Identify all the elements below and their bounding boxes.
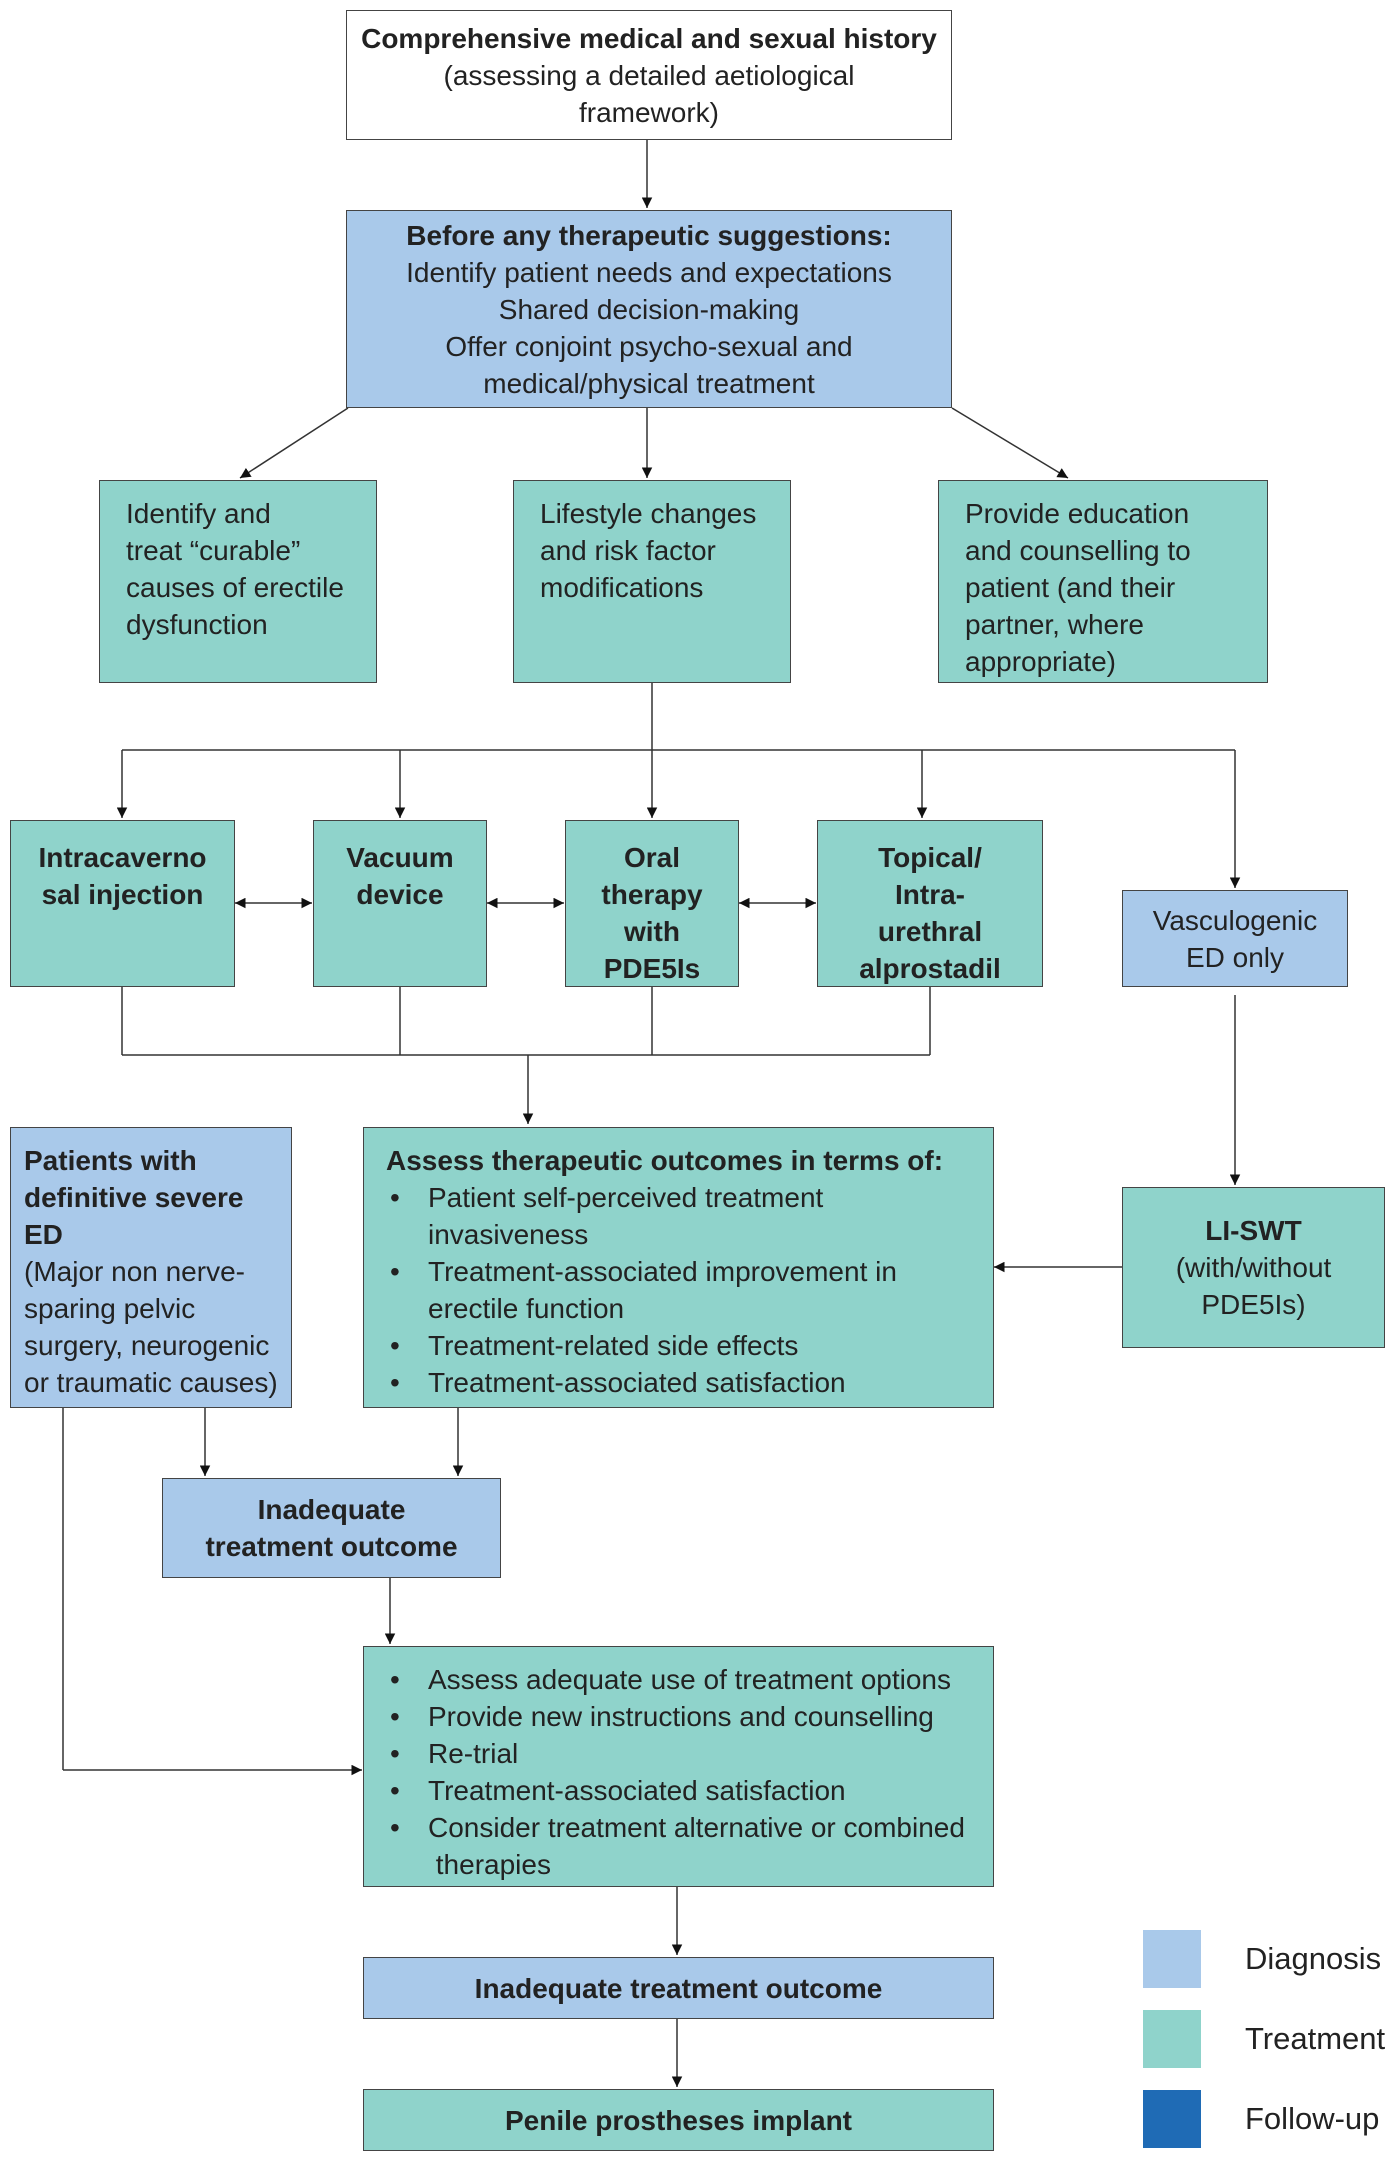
reassess-list: Assess adequate use of treatment options…: [386, 1661, 971, 1883]
topical-alprostadil-box: Topical/ Intra- urethral alprostadil: [817, 820, 1043, 987]
education-line: appropriate): [965, 646, 1116, 677]
severe-line: surgery, neurogenic: [24, 1330, 270, 1361]
therapy-line: sal injection: [41, 879, 204, 910]
therapy-line: therapy: [601, 879, 703, 910]
history-line: (assessing a detailed aetiological: [443, 59, 855, 91]
inadequate-outcome-final-box: Inadequate treatment outcome: [363, 1957, 994, 2019]
education-line: Provide education: [965, 498, 1190, 529]
assess-title: Assess therapeutic outcomes in terms of:: [386, 1145, 944, 1176]
before-line: medical/physical treatment: [483, 367, 815, 399]
history-line: framework): [578, 96, 719, 128]
therapy-line: Intra-: [895, 879, 965, 910]
prosthesis-title: Penile prostheses implant: [505, 2104, 852, 2136]
severe-title-line: Patients with: [24, 1145, 197, 1176]
reassess-box: Assess adequate use of treatment options…: [363, 1646, 994, 1887]
legend-swatch-treatment: [1143, 2010, 1201, 2068]
legend-label: Follow-up: [1245, 2101, 1380, 2136]
history-box: Comprehensive medical and sexual history…: [346, 10, 952, 140]
therapy-line: with: [624, 916, 680, 947]
legend-followup: Follow-up: [1143, 2090, 1379, 2148]
oral-therapy-box: Oral therapy with PDE5Is: [565, 820, 739, 987]
reassess-item: Assess adequate use of treatment options: [386, 1661, 971, 1698]
education-line: partner, where: [965, 609, 1144, 640]
lifestyle-line: and risk factor: [540, 535, 716, 566]
therapy-line: device: [356, 879, 444, 910]
therapy-line: Intracaverno: [38, 842, 207, 873]
education-line: patient (and their: [965, 572, 1176, 603]
legend-swatch-diagnosis: [1143, 1930, 1201, 1988]
intracavernosal-injection-box: Intracaverno sal injection: [10, 820, 235, 987]
therapy-line: urethral: [877, 916, 983, 947]
reassess-item: Consider treatment alternative or combin…: [386, 1809, 971, 1883]
legend-label: Diagnosis: [1245, 1941, 1382, 1976]
reassess-item: Re-trial: [386, 1735, 971, 1772]
legend-label: Treatment: [1245, 2021, 1386, 2056]
before-line: Shared decision-making: [498, 293, 800, 325]
curable-causes-box: Identify and treat “curable” causes of e…: [99, 480, 377, 683]
liswt-title: LI-SWT: [1205, 1215, 1302, 1246]
therapy-line: alprostadil: [859, 953, 1001, 984]
history-title: Comprehensive medical and sexual history: [361, 22, 937, 54]
assess-item: Treatment-related side effects: [386, 1327, 971, 1364]
assess-item: Patient self-perceived treatmentinvasive…: [386, 1179, 971, 1253]
education-box: Provide education and counselling to pat…: [938, 480, 1268, 683]
curable-line: Identify and: [126, 498, 271, 529]
inadequate2-title: Inadequate treatment outcome: [474, 1972, 883, 2004]
assess-item: Treatment-associated satisfaction: [386, 1364, 971, 1401]
curable-line: treat “curable”: [126, 535, 301, 566]
severe-line: (Major non nerve-: [24, 1256, 245, 1287]
inadequate-line: Inadequate: [257, 1494, 406, 1525]
lifestyle-box: Lifestyle changes and risk factor modifi…: [513, 480, 791, 683]
severe-line: or traumatic causes): [24, 1367, 278, 1398]
therapy-line: Topical/: [878, 842, 982, 873]
assess-outcomes-box: Assess therapeutic outcomes in terms of:…: [363, 1127, 994, 1408]
liswt-line: (with/without: [1175, 1252, 1332, 1283]
inadequate-line: treatment outcome: [205, 1531, 458, 1562]
before-title: Before any therapeutic suggestions:: [406, 219, 892, 251]
curable-line: causes of erectile: [126, 572, 344, 603]
education-line: and counselling to: [965, 535, 1191, 566]
inadequate-outcome-box: Inadequate treatment outcome: [162, 1478, 501, 1578]
liswt-line: PDE5Is): [1201, 1289, 1306, 1320]
vasculogenic-line: ED only: [1185, 941, 1285, 973]
before-suggestions-box: Before any therapeutic suggestions: Iden…: [346, 210, 952, 408]
lifestyle-line: modifications: [540, 572, 704, 603]
assess-list: Patient self-perceived treatmentinvasive…: [386, 1179, 971, 1401]
therapy-line: PDE5Is: [603, 953, 701, 984]
reassess-item: Provide new instructions and counselling: [386, 1698, 971, 1735]
vasculogenic-line: Vasculogenic: [1152, 904, 1318, 936]
liswt-box: LI-SWT (with/without PDE5Is): [1122, 1187, 1385, 1348]
arrow-before-to-curable: [239, 407, 349, 479]
therapy-line: Vacuum: [346, 842, 454, 873]
before-line: Identify patient needs and expectations: [406, 256, 892, 288]
arrow-before-to-education: [951, 407, 1069, 479]
reassess-item: Treatment-associated satisfaction: [386, 1772, 971, 1809]
legend-treatment: Treatment: [1143, 2010, 1385, 2068]
lifestyle-line: Lifestyle changes: [540, 498, 757, 529]
prosthesis-box: Penile prostheses implant: [363, 2089, 994, 2151]
severe-line: sparing pelvic: [24, 1293, 196, 1324]
vacuum-device-box: Vacuum device: [313, 820, 487, 987]
severe-ed-box: Patients with definitive severe ED (Majo…: [10, 1127, 292, 1408]
legend-diagnosis: Diagnosis: [1143, 1930, 1381, 1988]
assess-item: Treatment-associated improvement inerect…: [386, 1253, 971, 1327]
therapy-line: Oral: [623, 842, 681, 873]
before-line: Offer conjoint psycho-sexual and: [445, 330, 853, 362]
curable-line: dysfunction: [126, 609, 268, 640]
legend-swatch-followup: [1143, 2090, 1201, 2148]
vasculogenic-box: Vasculogenic ED only: [1122, 890, 1348, 987]
severe-title-line: definitive severe ED: [24, 1182, 244, 1250]
